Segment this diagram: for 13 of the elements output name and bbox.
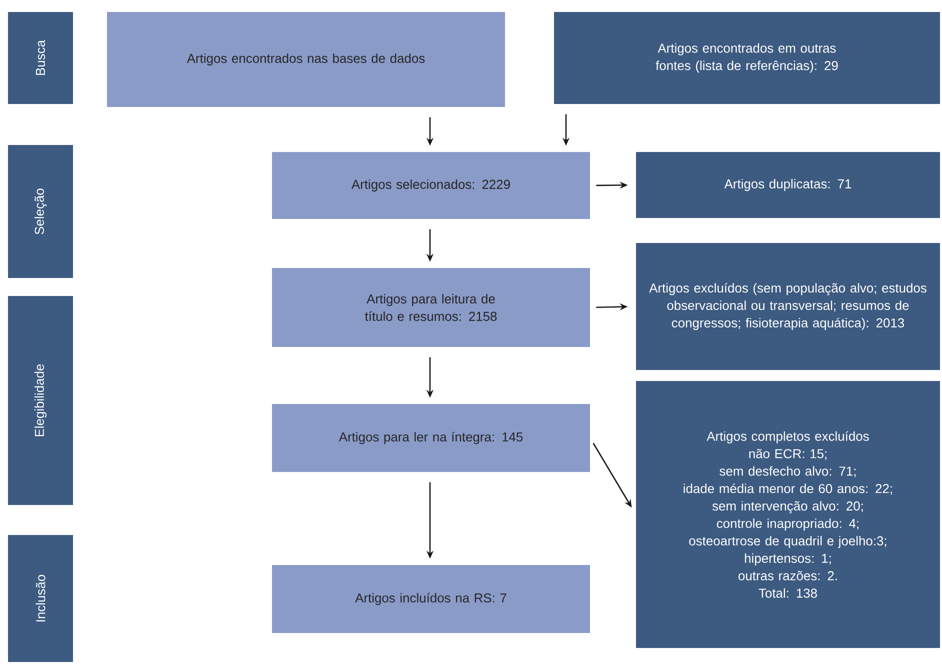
stage-band: Busca <box>8 12 73 104</box>
exclusion-box: Artigos encontrados em outras fontes (lista de referências): 29 <box>554 12 940 104</box>
stage-band: Inclusão <box>8 534 73 662</box>
process-box: Artigos incluídos na RS: 7 <box>272 564 590 633</box>
stage-band: Elegibilidade <box>8 296 73 505</box>
exclusion-box: Artigos completos excluídos não ECR: 15; sem desfecho alvo: 71; idade média menor de 60 anos: 22; sem intervenção alvo: 20; controle inapropriado: 4; osteoartrose de quadril e joelho:3; hipertensos: 1; outras razões: 2. Total: 138 <box>636 380 940 648</box>
process-box: Artigos encontrados nas bases de dados <box>107 12 505 107</box>
process-box: Artigos para leitura de título e resumos: 2158 <box>272 268 590 347</box>
stage-band: Seleção <box>8 144 73 278</box>
process-box: Artigos para ler na íntegra: 145 <box>272 404 590 472</box>
exclusion-box: Artigos excluídos (sem população alvo; estudos observacional ou transversal; resumos de congressos; fisioterapia aquática): 2013 <box>636 242 940 370</box>
exclusion-box: Artigos duplicatas: 71 <box>636 152 940 218</box>
process-box: Artigos selecionados: 2229 <box>272 152 590 219</box>
